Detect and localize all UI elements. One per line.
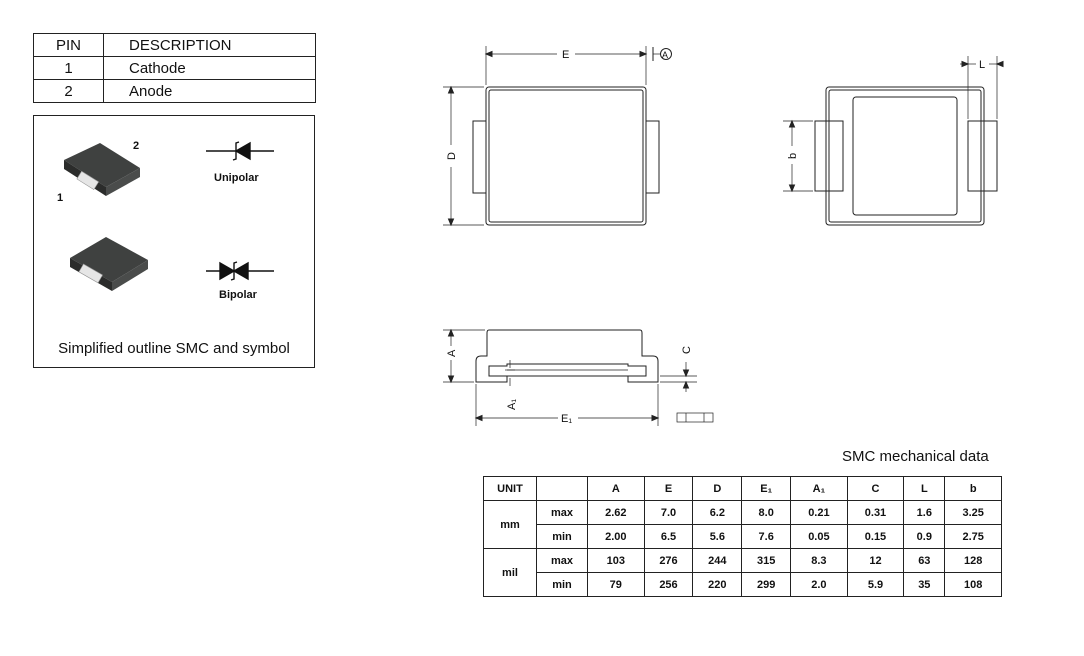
limit-cell: min	[536, 572, 588, 597]
pin-number: 2	[33, 79, 104, 103]
pin-table-header: PIN DESCRIPTION	[33, 33, 316, 57]
value-cell: 8.0	[741, 500, 792, 525]
value-cell: 299	[741, 572, 792, 597]
datum-a-label: A	[662, 50, 668, 60]
value-cell: 5.9	[846, 572, 905, 597]
value-cell: 276	[643, 548, 694, 573]
pin-header: PIN	[33, 33, 104, 57]
column-header: C	[846, 476, 905, 501]
value-cell: 2.0	[790, 572, 848, 597]
value-cell: 256	[643, 572, 694, 597]
value-cell: 103	[587, 548, 645, 573]
table-row: min 2.00 6.5 5.6 7.6 0.05 0.15 0.9 2.75	[484, 524, 1002, 549]
limit-cell: min	[536, 524, 588, 549]
pin-row: 2 Anode	[33, 79, 316, 103]
pin-1-label: 1	[57, 192, 64, 204]
column-header: L	[903, 476, 946, 501]
value-cell: 0.05	[790, 524, 848, 549]
outline-illustrations	[64, 141, 274, 291]
bipolar-label: Bipolar	[219, 289, 257, 301]
value-cell: 0.15	[846, 524, 905, 549]
limit-cell: max	[536, 548, 588, 573]
value-cell: 7.6	[741, 524, 792, 549]
column-header: E₁	[741, 476, 792, 501]
top-view	[443, 46, 672, 227]
value-cell: 2.75	[944, 524, 1002, 549]
table-row: min 79 256 220 299 2.0 5.9 35 108	[484, 572, 1002, 597]
description-header: DESCRIPTION	[103, 33, 316, 57]
value-cell: 315	[741, 548, 792, 573]
dim-b-label: b	[787, 153, 799, 159]
value-cell: 108	[944, 572, 1002, 597]
bipolar-symbol-icon	[206, 261, 274, 281]
dim-e1-label: E₁	[561, 413, 572, 425]
value-cell: 7.0	[643, 500, 694, 525]
value-cell: 0.21	[790, 500, 848, 525]
value-cell: 12	[846, 548, 905, 573]
value-cell: 6.5	[643, 524, 694, 549]
bipolar-package-image	[70, 237, 148, 291]
column-header: E	[643, 476, 694, 501]
dim-l-label: L	[979, 59, 985, 71]
column-header: A₁	[790, 476, 848, 501]
value-cell: 6.2	[692, 500, 743, 525]
unipolar-symbol-icon	[206, 141, 274, 161]
value-cell: 1.6	[903, 500, 946, 525]
dim-a1-label: A₁	[506, 399, 518, 410]
limit-cell: max	[536, 500, 588, 525]
mech-table: UNIT A E D E₁ A₁ C L b mm max 2.62 7.0 6…	[483, 476, 1002, 597]
value-cell: 244	[692, 548, 743, 573]
value-cell: 63	[903, 548, 946, 573]
pin-table: PIN DESCRIPTION 1 Cathode 2 Anode	[33, 33, 316, 103]
pin-description: Anode	[103, 79, 316, 103]
value-cell: 8.3	[790, 548, 848, 573]
unit-cell: mm	[483, 500, 537, 549]
table-row: mm max 2.62 7.0 6.2 8.0 0.21 0.31 1.6 3.…	[483, 500, 1002, 549]
mech-header-row: UNIT A E D E₁ A₁ C L b	[483, 476, 1002, 501]
column-header: A	[587, 476, 645, 501]
value-cell: 0.31	[846, 500, 905, 525]
table-row: mil max 103 276 244 315 8.3 12 63 128	[483, 548, 1002, 597]
column-header: D	[692, 476, 743, 501]
side-view	[443, 328, 714, 426]
outline-box: 2 1 Unipolar Bipolar Simplified outline …	[33, 115, 315, 368]
column-header: b	[944, 476, 1002, 501]
value-cell: 35	[903, 572, 946, 597]
value-cell: 2.62	[587, 500, 645, 525]
unipolar-label: Unipolar	[214, 172, 259, 184]
dim-e-label: E	[562, 49, 569, 61]
value-cell: 79	[587, 572, 645, 597]
unit-header: UNIT	[483, 476, 537, 501]
mech-title: SMC mechanical data	[842, 448, 989, 465]
dim-d-label: D	[446, 152, 458, 160]
pin-2-label: 2	[133, 140, 140, 152]
limit-header	[536, 476, 588, 501]
value-cell: 5.6	[692, 524, 743, 549]
value-cell: 220	[692, 572, 743, 597]
unit-cell: mil	[483, 548, 537, 597]
value-cell: 2.00	[587, 524, 645, 549]
unipolar-package-image	[64, 143, 140, 196]
dim-c-label: C	[681, 346, 693, 354]
value-cell: 0.9	[903, 524, 946, 549]
value-cell: 3.25	[944, 500, 1002, 525]
value-cell: 128	[944, 548, 1002, 573]
dim-a-label: A	[446, 349, 458, 357]
outline-caption: Simplified outline SMC and symbol	[58, 340, 290, 357]
bottom-view	[783, 56, 1004, 226]
